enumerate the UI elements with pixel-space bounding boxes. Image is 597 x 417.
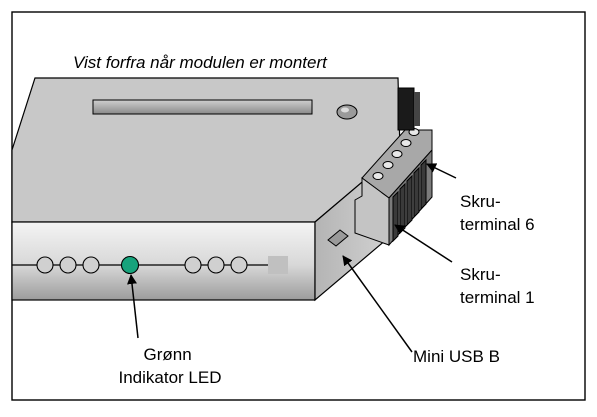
label-mini-usb: Mini USB B [413,347,500,366]
mini-usb-port [327,229,349,247]
led-group-left [36,256,100,274]
top-button-highlight [341,107,349,113]
label-screw-terminal-1: Skru- terminal 1 [460,265,535,307]
arrow-terminal-1 [394,224,453,263]
arrow-terminal-6 [426,163,457,179]
figure-caption: Vist forfra når modulen er montert [73,53,328,72]
top-slot [92,99,313,115]
arrow-mini-usb [342,255,413,353]
housing-front-face [11,221,316,301]
led-2 [59,256,77,274]
led-3 [82,256,100,274]
arrow-green-led [127,274,139,339]
terminal-screws [372,128,420,180]
green-led [120,255,140,275]
label-screw-terminal-6: Skru- terminal 6 [460,192,535,234]
led-7 [230,256,248,274]
front-label-patch [268,256,288,274]
label-green-led: Grønn Indikator LED [119,345,222,387]
led-1 [36,256,54,274]
led-group-right [184,256,248,274]
led-5 [184,256,202,274]
cable-post-shadow [414,92,420,126]
cable-post [397,87,415,131]
led-6 [207,256,225,274]
